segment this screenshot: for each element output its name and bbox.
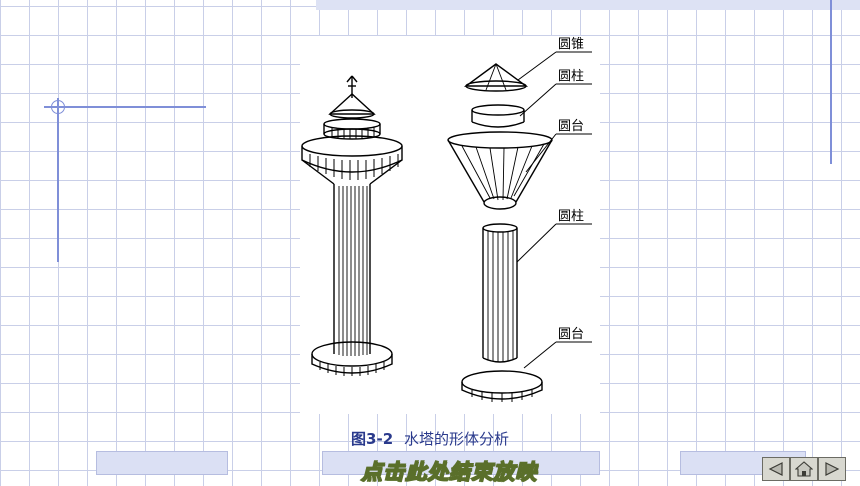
figure-caption-text: 水塔的形体分析 <box>403 430 509 448</box>
figure-number: 图3-2 <box>351 430 394 448</box>
home-button[interactable] <box>790 457 818 481</box>
end-show-link[interactable]: 点击此处结束放映 <box>360 458 537 485</box>
bottom-band-left <box>96 451 228 475</box>
tower-base <box>311 341 393 367</box>
label-frustum-1: 圆台 <box>558 119 584 134</box>
decor-right-vertical-line <box>830 0 832 164</box>
part-cone <box>463 63 529 87</box>
label-frustum-2: 圆台 <box>558 327 584 342</box>
triangle-right-icon <box>825 462 840 476</box>
decor-horizontal-line <box>44 106 206 108</box>
bottom-band-center <box>322 451 600 475</box>
label-cone: 圆锥 <box>558 37 584 52</box>
leader-line <box>517 51 557 81</box>
slide-nav <box>762 457 846 481</box>
decor-vertical-line <box>57 98 59 262</box>
part-frustum <box>447 131 553 149</box>
water-tower-drawing: 圆锥 圆柱 圆台 圆柱 圆台 <box>301 37 592 402</box>
part-cylinder-small <box>471 104 525 116</box>
label-cylinder-1: 圆柱 <box>558 69 584 84</box>
decor-circle-icon <box>51 100 65 114</box>
top-band <box>316 0 860 10</box>
prev-slide-button[interactable] <box>762 457 790 481</box>
part-base <box>461 370 543 394</box>
home-icon <box>795 461 813 477</box>
tower-roof-cone <box>328 93 376 115</box>
water-tower-figure: 圆锥 圆柱 圆台 圆柱 圆台 <box>300 36 600 414</box>
part-cylinder-tall <box>482 223 518 233</box>
next-slide-button[interactable] <box>818 457 846 481</box>
label-cylinder-2: 圆柱 <box>558 209 584 224</box>
triangle-left-icon <box>768 462 783 476</box>
figure-caption: 图3-2 水塔的形体分析 <box>300 428 560 449</box>
